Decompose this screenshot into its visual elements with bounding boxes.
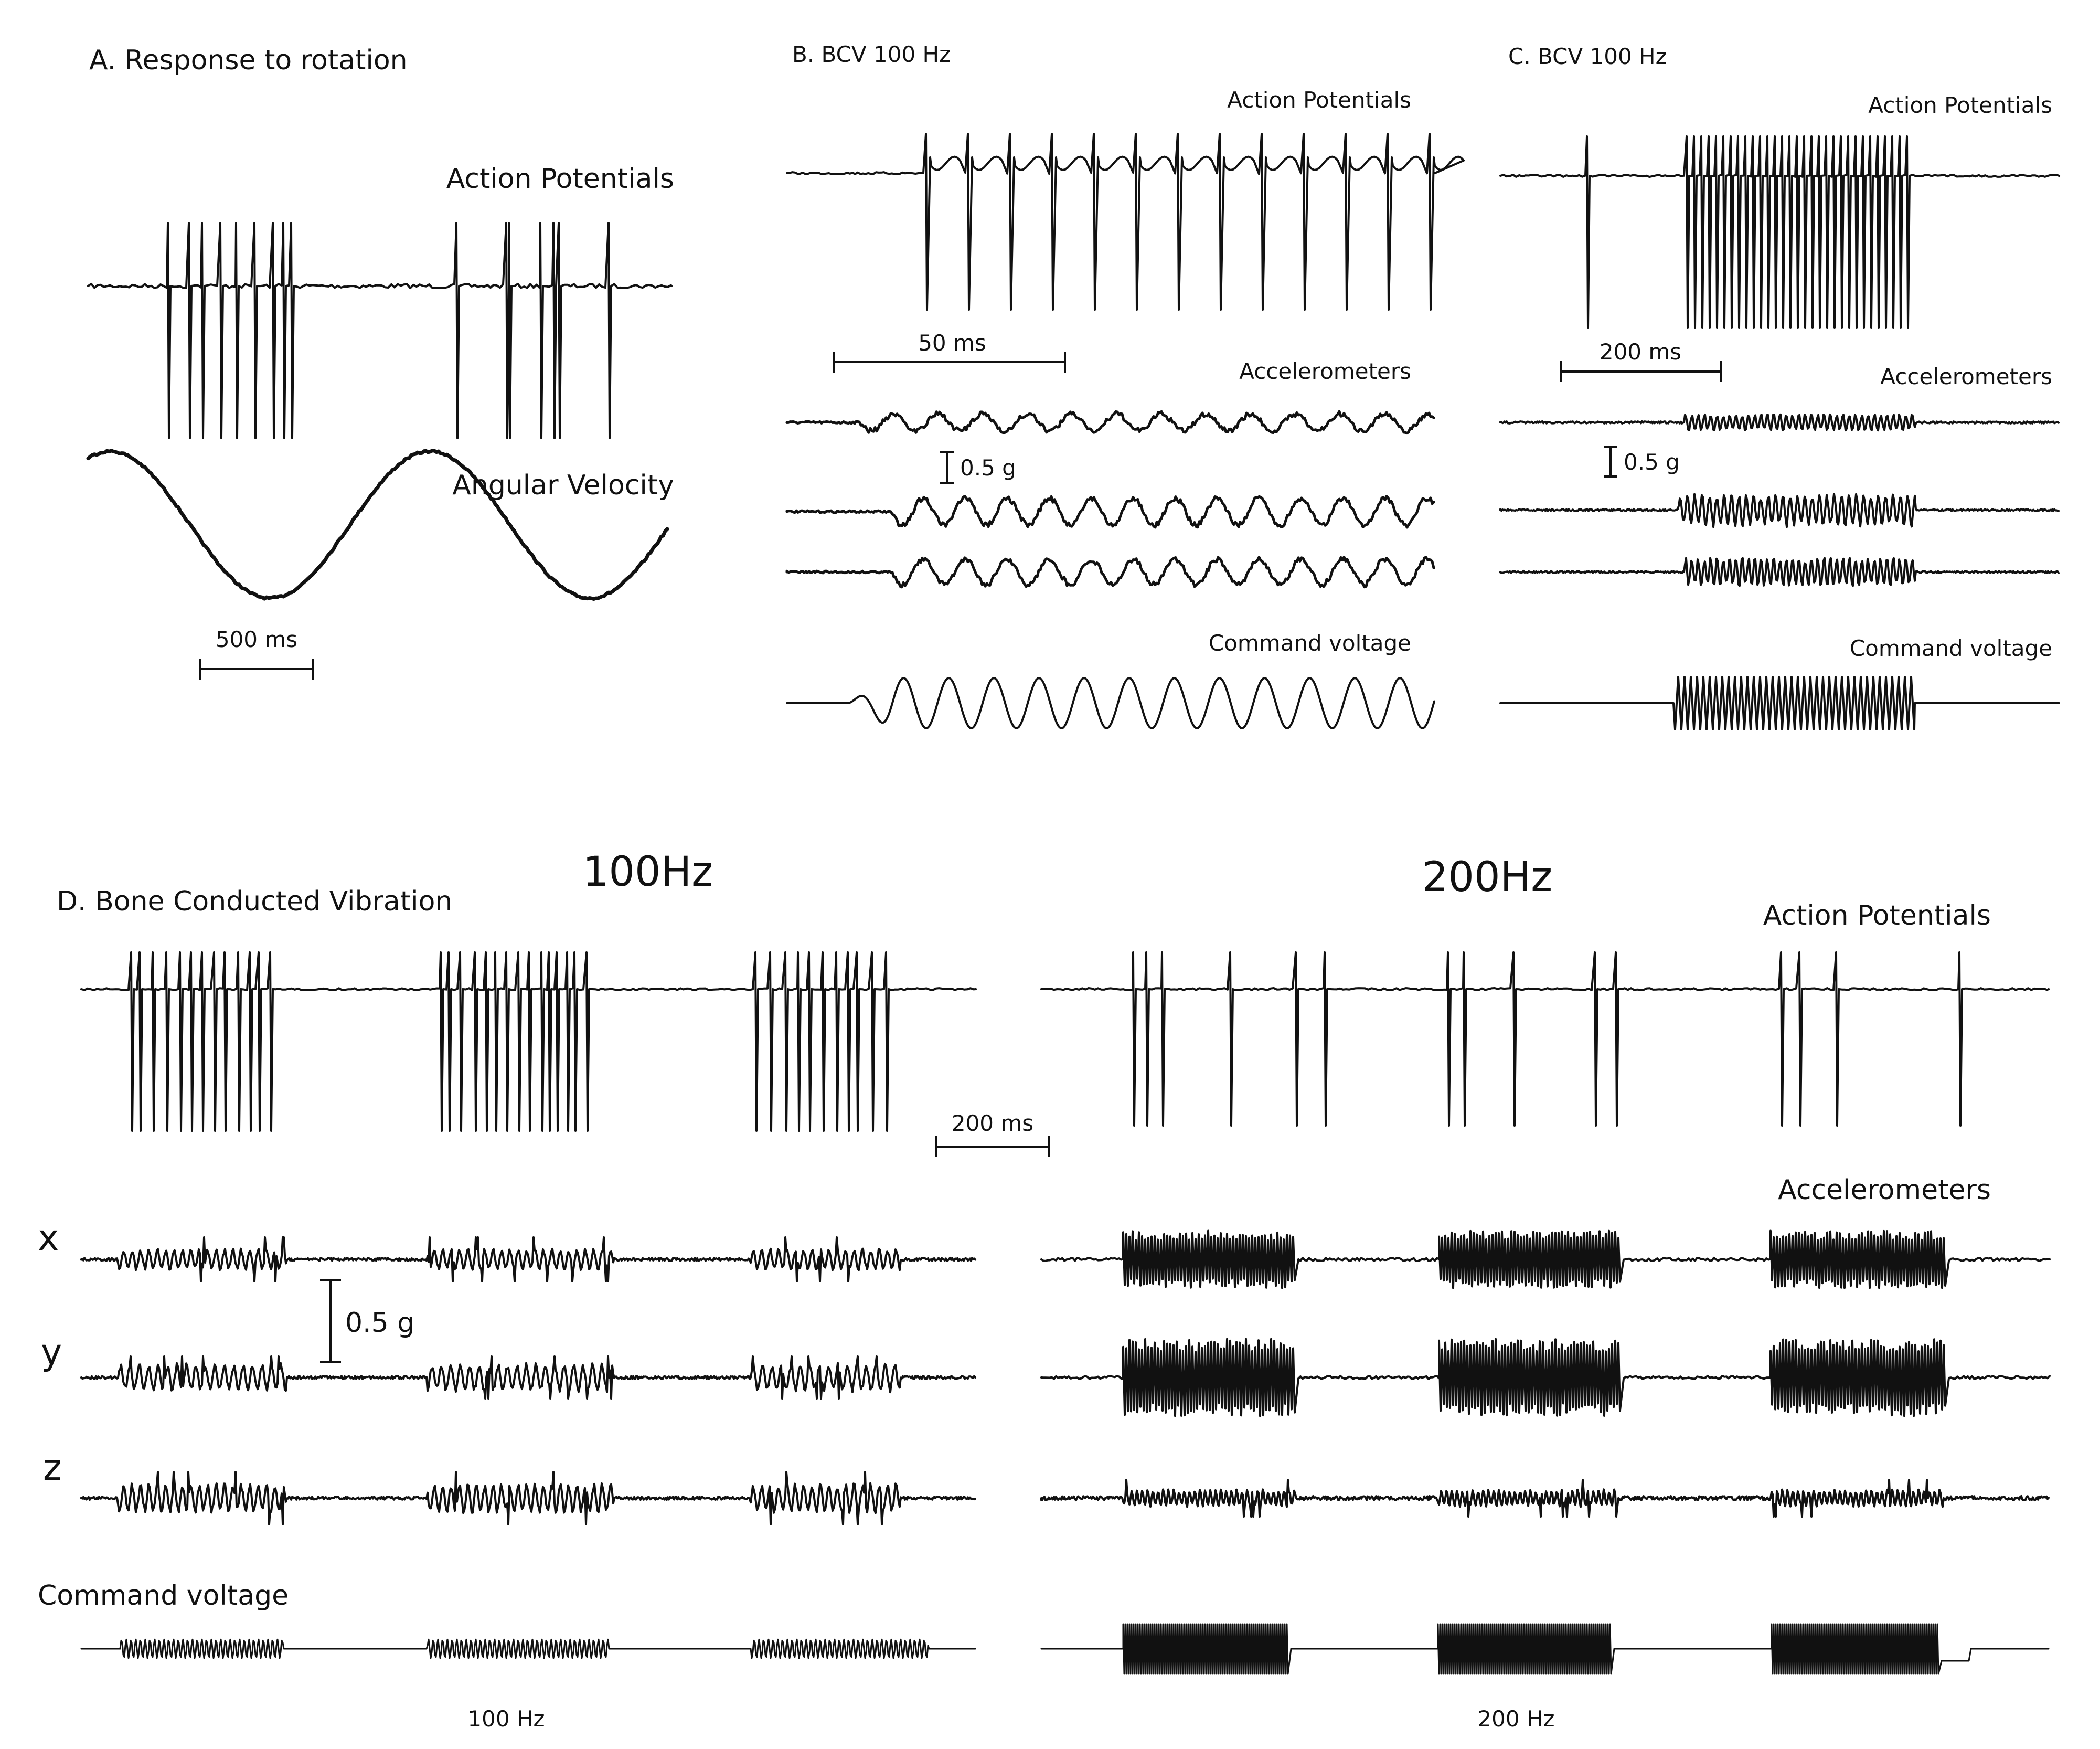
panel-b-accel-scale-bar — [940, 451, 954, 484]
panel-c-command-label: Command voltage — [1850, 635, 2052, 661]
panel-d-200hz-action-potential-trace — [1040, 951, 2050, 1127]
panel-b-time-scale-bar — [833, 352, 1066, 373]
panel-d-100hz-action-potential-trace — [80, 951, 977, 1132]
panel-c-accel-scale-bar — [1604, 446, 1617, 478]
panel-b-accel-label: Accelerometers — [1239, 358, 1411, 384]
panel-d-100hz-accelerometer-y-trace — [80, 1355, 976, 1400]
panel-c-accelerometer-trace-1 — [1499, 413, 2060, 432]
panel-d-200hz-accelerometer-y-trace — [1040, 1338, 2051, 1417]
panel-a-time-scale-bar — [199, 659, 314, 680]
panel-b-action-potential-trace — [786, 133, 1465, 311]
panel-c: C. BCV 100 Hz Action Potentials 200 ms A… — [1499, 44, 2060, 730]
panel-a-velocity-label: Angular Velocity — [452, 470, 674, 501]
panel-d-100hz-command-voltage-trace — [80, 1638, 976, 1659]
panel-a-ap-label: Action Potentials — [446, 163, 674, 195]
panel-d-footer-200hz: 200 Hz — [1477, 1706, 1554, 1732]
panel-d-200hz-accelerometer-x-trace — [1040, 1229, 2051, 1289]
panel-d: D. Bone Conducted Vibration 100Hz 200Hz … — [38, 849, 2051, 1732]
panel-d-axis-x-label: x — [38, 1217, 59, 1259]
panel-d-heading-200hz: 200Hz — [1422, 854, 1552, 901]
panel-b-accel-scale-label: 0.5 g — [960, 455, 1016, 481]
panel-c-command-voltage-trace — [1499, 676, 2060, 730]
panel-b-accelerometer-trace-3 — [785, 556, 1435, 589]
panel-b-accelerometer-trace-2 — [785, 495, 1435, 529]
panel-c-accel-scale-label: 0.5 g — [1624, 449, 1680, 475]
panel-c-ap-label: Action Potentials — [1868, 92, 2052, 118]
panel-d-100hz-accelerometer-x-trace — [80, 1236, 976, 1282]
panel-c-time-scale-bar — [1560, 361, 1722, 382]
panel-d-accel-scale-bar — [320, 1279, 341, 1363]
panel-d-time-scale-bar — [935, 1136, 1050, 1157]
panel-d-time-scale-label: 200 ms — [952, 1110, 1033, 1136]
panel-d-axis-z-label: z — [43, 1447, 62, 1489]
panel-a-angular-velocity-trace — [86, 449, 669, 601]
panel-d-200hz-command-voltage-trace — [1040, 1623, 2050, 1675]
panel-b-command-label: Command voltage — [1209, 630, 1411, 656]
panel-a-title: A. Response to rotation — [89, 45, 408, 76]
panel-a: A. Response to rotation Action Potential… — [86, 45, 674, 680]
panel-c-time-scale-label: 200 ms — [1600, 339, 1681, 365]
panel-b-accelerometer-trace-1 — [785, 410, 1435, 435]
panel-b-time-scale-label: 50 ms — [918, 330, 986, 356]
panel-d-footer-100hz: 100 Hz — [467, 1706, 545, 1732]
panel-d-command-label: Command voltage — [38, 1580, 289, 1612]
panel-b-title: B. BCV 100 Hz — [792, 41, 951, 67]
panel-d-200hz-accelerometer-z-trace — [1040, 1479, 2050, 1518]
panel-c-title: C. BCV 100 Hz — [1508, 44, 1667, 69]
panel-d-100hz-accelerometer-z-trace — [80, 1471, 976, 1525]
panel-d-ap-label: Action Potentials — [1763, 900, 1991, 931]
panel-c-accelerometer-trace-2 — [1499, 493, 2060, 528]
panel-d-accel-scale-label: 0.5 g — [345, 1307, 414, 1339]
panel-d-accel-label: Accelerometers — [1778, 1174, 1991, 1206]
panel-c-accelerometer-trace-3 — [1499, 557, 2060, 587]
panel-d-heading-100hz: 100Hz — [583, 849, 713, 896]
panel-b-ap-label: Action Potentials — [1227, 87, 1411, 113]
panel-a-time-scale-label: 500 ms — [216, 627, 297, 652]
panel-c-accel-label: Accelerometers — [1880, 364, 2052, 389]
panel-b-command-voltage-trace — [786, 677, 1435, 729]
panel-a-action-potential-trace — [87, 222, 673, 439]
panel-b: B. BCV 100 Hz Action Potentials 50 ms Ac… — [785, 41, 1465, 729]
panel-d-title: D. Bone Conducted Vibration — [57, 886, 452, 917]
panel-d-axis-y-label: y — [41, 1332, 62, 1373]
panel-c-action-potential-trace — [1499, 135, 2060, 329]
